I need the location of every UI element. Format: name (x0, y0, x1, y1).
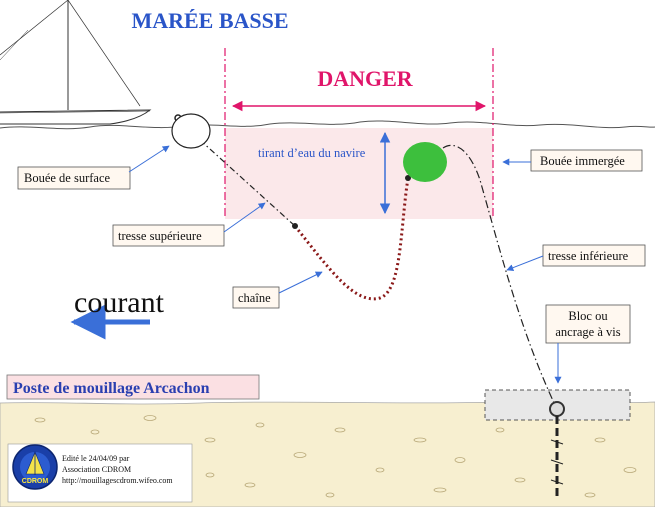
pointer-upper-rope (223, 202, 266, 233)
pointer-chain (278, 271, 323, 294)
label-box-surface-buoy (17, 166, 131, 190)
label-box-upper-rope (112, 224, 225, 247)
credit-line-2: Association CDROM (62, 465, 131, 474)
label-box-chain (232, 286, 280, 309)
pointer-lower-rope (506, 255, 544, 271)
pointer-surface-buoy (128, 145, 170, 173)
logo-text: CDROM (22, 478, 49, 485)
diagram-title: MARÉE BASSE (131, 8, 288, 33)
seabed-pebbles (34, 415, 637, 498)
subtitle-box (6, 374, 260, 400)
credit-line-3: http://mouillagescdrom.wifeo.com (62, 476, 173, 485)
surface-buoy-label: Bouée de surface (24, 171, 111, 185)
lower-rope-label: tresse inférieure (548, 249, 629, 263)
block-label-line2: ancrage à vis (555, 325, 620, 339)
current-label: courant (74, 286, 165, 319)
upper-rope-label: tresse supérieure (118, 229, 202, 243)
subtitle: Poste de mouillage Arcachon (13, 380, 210, 397)
shackle-chain-top (292, 223, 298, 229)
label-box-submerged-buoy (530, 149, 643, 172)
surface-buoy (171, 113, 211, 149)
credit-line-1: Edité le 24/04/09 par (62, 454, 130, 463)
lower-rope (442, 144, 556, 406)
danger-zone (225, 128, 493, 219)
chain-label: chaîne (238, 291, 271, 305)
upper-rope (199, 139, 296, 227)
danger-label: DANGER (317, 66, 413, 91)
label-box-block (545, 304, 631, 344)
label-box-lower-rope (542, 244, 646, 267)
chain (293, 177, 410, 301)
water-surface (0, 120, 655, 130)
cdrom-logo: CDROM (12, 444, 58, 490)
draft-label: tirant d’eau du navire (258, 146, 366, 160)
block-label-line1: Bloc ou (568, 309, 608, 323)
shackle-buoy-bottom (405, 175, 411, 181)
submerged-buoy (403, 142, 447, 182)
submerged-buoy-label: Bouée immergée (540, 154, 625, 168)
sailboat (0, 0, 152, 125)
screw-anchor (549, 401, 565, 500)
